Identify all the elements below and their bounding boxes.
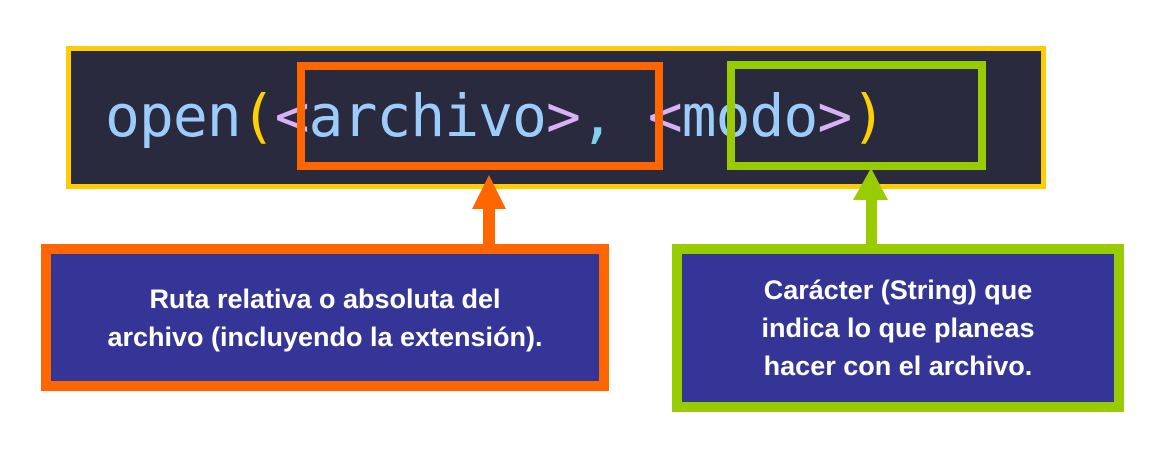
archivo-highlight-box (297, 62, 663, 170)
modo-description-line1: Carácter (String) que (763, 275, 1033, 305)
function-name: open (105, 82, 242, 150)
archivo-description: Ruta relativa o absoluta del archivo (in… (97, 280, 552, 356)
arg1-close-angle: > (545, 82, 581, 150)
arg1-archivo: archivo (308, 82, 547, 150)
modo-description-line3: hacer con el archivo. (763, 351, 1033, 381)
close-paren: ) (851, 82, 886, 150)
arrow-up-icon (472, 175, 506, 246)
modo-description: Carácter (String) que indica lo que plan… (751, 271, 1044, 385)
archivo-description-line1: Ruta relativa o absoluta del (149, 283, 501, 314)
arrow-up-icon (853, 168, 888, 246)
open-paren: ( (240, 82, 276, 150)
modo-highlight-box (727, 61, 986, 170)
comma: , (579, 82, 648, 150)
archivo-description-box: Ruta relativa o absoluta del archivo (in… (41, 244, 609, 391)
arg2-open-angle: < (647, 82, 683, 150)
modo-description-box: Carácter (String) que indica lo que plan… (672, 244, 1124, 412)
modo-description-line2: indica lo que planeas (761, 313, 1035, 343)
archivo-description-line2: archivo (incluyendo la extensión). (107, 321, 543, 352)
arg2-modo: modo (681, 82, 819, 150)
arg2-close-angle: > (817, 82, 852, 150)
